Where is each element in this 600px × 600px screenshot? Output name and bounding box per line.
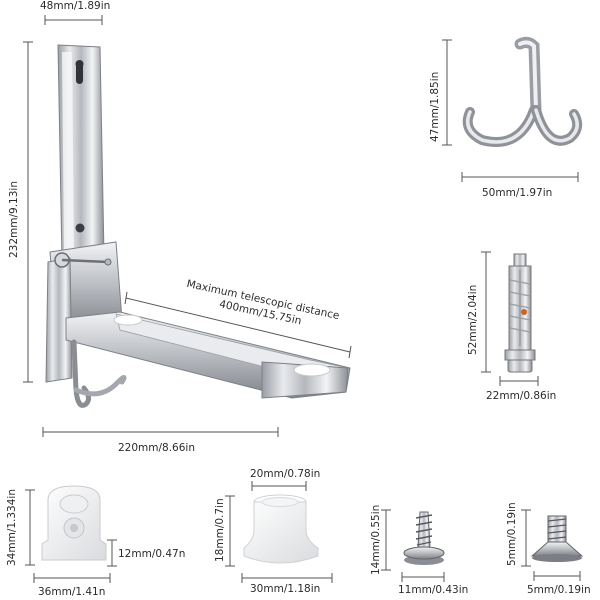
dim-lines-bracket bbox=[23, 15, 352, 437]
dim-lines-wood-screw bbox=[381, 509, 445, 582]
bumper-height-label: 18mm/0.7in bbox=[214, 498, 226, 562]
hook-width-label: 50mm/1.97in bbox=[482, 187, 553, 199]
foot-pad-width-label: 36mm/1.41n bbox=[38, 586, 106, 598]
bumper-image bbox=[243, 494, 319, 564]
foot-pad-inner-height-label: 12mm/0.47n bbox=[118, 548, 186, 560]
bracket-base-width-label: 220mm/8.66in bbox=[118, 442, 195, 454]
anchor-height-label: 52mm/2.04in bbox=[467, 284, 479, 355]
dim-lines-hook bbox=[442, 39, 579, 182]
foot-pad-height-label: 34mm/1.334in bbox=[6, 489, 18, 566]
anchor-width-label: 22mm/0.86in bbox=[486, 390, 557, 402]
bracket-height-label: 232mm/9.13in bbox=[8, 181, 20, 258]
dim-lines-machine-screw bbox=[521, 509, 581, 581]
hook-height-label: 47mm/1.85in bbox=[429, 71, 441, 142]
wood-screw-height-label: 14mm/0.55in bbox=[370, 504, 382, 575]
bumper-top-width-label: 20mm/0.78in bbox=[250, 468, 321, 480]
dim-lines-foot-pad bbox=[25, 489, 117, 583]
dim-lines-anchor bbox=[481, 251, 539, 386]
machine-screw-width-label: 5mm/0.19in bbox=[527, 584, 591, 596]
wood-screw-width-label: 11mm/0.43in bbox=[398, 584, 469, 596]
expansion-anchor-image bbox=[504, 253, 536, 373]
machine-screw-height-label: 5mm/0.19in bbox=[506, 502, 518, 566]
bracket-top-width-label: 48mm/1.89in bbox=[40, 0, 111, 12]
foot-pad-image bbox=[41, 485, 107, 561]
bumper-bottom-width-label: 30mm/1.18in bbox=[250, 583, 321, 595]
folding-bracket-image bbox=[45, 44, 351, 408]
dim-lines-bumper bbox=[225, 481, 333, 583]
wood-screw-image bbox=[403, 511, 445, 565]
machine-screw-image bbox=[530, 515, 584, 562]
double-hook-image bbox=[462, 36, 583, 147]
